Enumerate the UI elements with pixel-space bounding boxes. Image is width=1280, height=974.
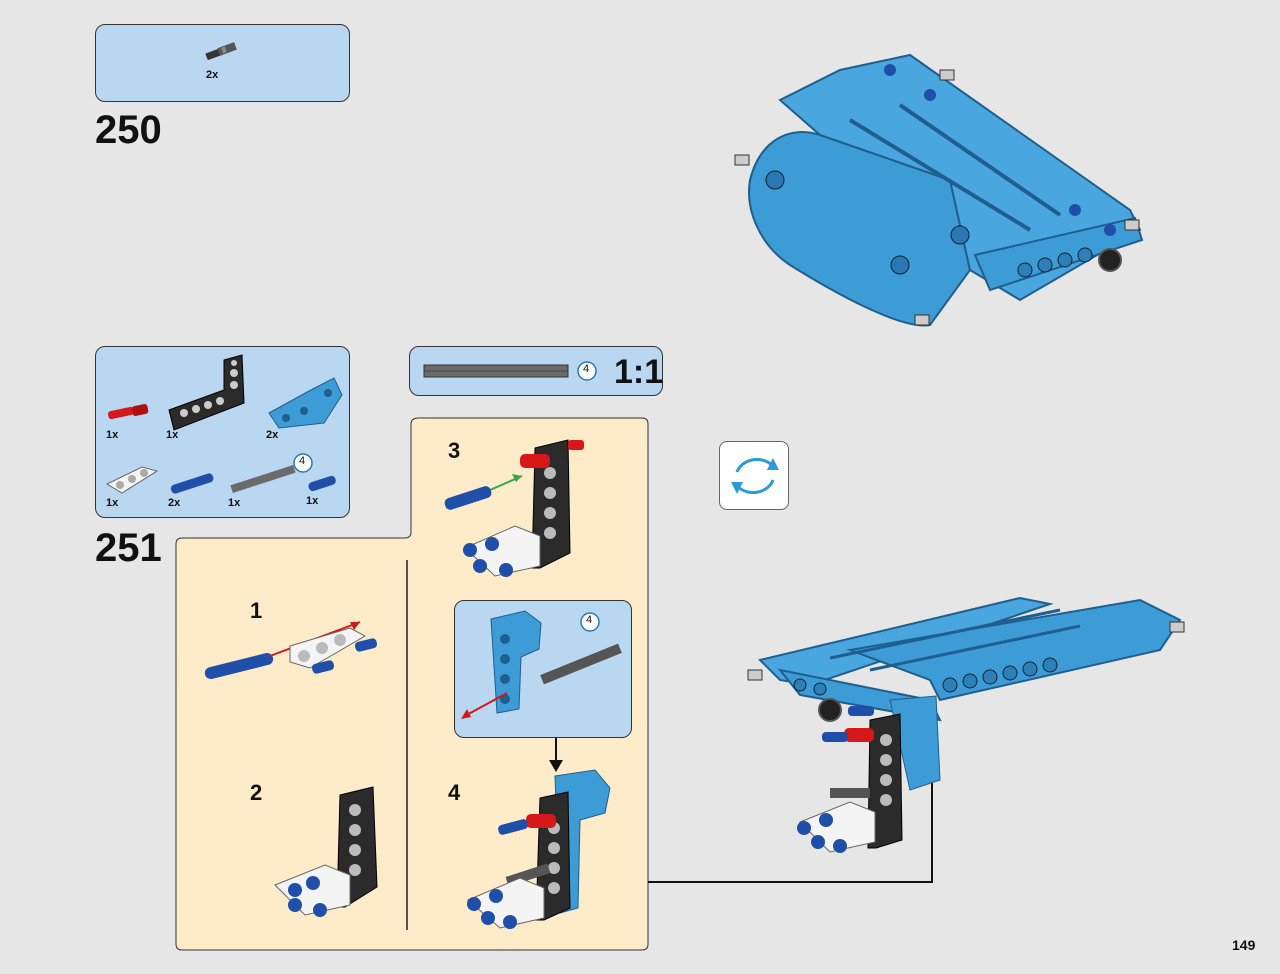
- white-beam-3-icon: [105, 466, 159, 494]
- part-qty: 1x: [228, 497, 241, 509]
- substep-1-illustration: [204, 621, 378, 680]
- substep-3-number: 3: [448, 438, 461, 463]
- part-qty: 1x: [166, 429, 179, 441]
- length-badge-text: 4: [583, 363, 590, 375]
- blue-angled-beam-icon: [490, 610, 542, 714]
- red-pin-icon: [108, 404, 149, 420]
- grey-axle-icon: [230, 464, 296, 494]
- length-badge-icon: [580, 612, 600, 632]
- part-qty: 1x: [306, 495, 319, 507]
- part-qty: 1x: [106, 497, 119, 509]
- rotate-model-callout: [719, 441, 789, 510]
- substep-4-illustration: [467, 769, 611, 929]
- step-251-model: [747, 596, 1185, 853]
- part-qty: 2x: [206, 69, 219, 81]
- blue-short-pin-icon: [308, 475, 336, 492]
- part-qty: 1x: [106, 429, 119, 441]
- step-number-250: 250: [95, 108, 162, 152]
- step-251-parts-box: 1x 1x 2x 1x 2x 4 1x 1x: [95, 346, 350, 518]
- step-250-model: [734, 53, 1144, 327]
- inset-down-arrow: [549, 738, 563, 772]
- length-badge-icon: [577, 361, 597, 381]
- substep-4-number: 4: [448, 780, 461, 805]
- grey-axle-icon: [540, 643, 622, 685]
- assembly-arrow: [461, 692, 508, 719]
- substep-2-number: 2: [250, 780, 263, 805]
- scale-ratio: 1:1: [614, 353, 664, 391]
- scale-callout: 4 1:1: [409, 346, 663, 396]
- part-qty: 2x: [168, 497, 181, 509]
- part-qty: 2x: [266, 429, 279, 441]
- substep-1-number: 1: [250, 598, 263, 623]
- black-l-beam-icon: [168, 354, 245, 431]
- length-badge-text: 4: [586, 614, 593, 626]
- page-number: 149: [1232, 937, 1256, 953]
- rotate-icon: [731, 457, 779, 495]
- step-number-251: 251: [95, 526, 162, 570]
- axle-scale-icon: [423, 364, 569, 378]
- step-250-parts-box: 2x: [95, 24, 350, 102]
- length-badge-text: 4: [299, 455, 306, 467]
- substep-inset: 4: [454, 600, 632, 738]
- pin-with-axle-icon: [205, 42, 237, 61]
- blue-angled-beam-icon: [268, 377, 343, 429]
- length-badge-icon: [293, 453, 313, 473]
- blue-axle-pin-icon: [170, 473, 214, 494]
- substep-3-illustration: [444, 439, 584, 577]
- substep-2-illustration: [274, 786, 378, 917]
